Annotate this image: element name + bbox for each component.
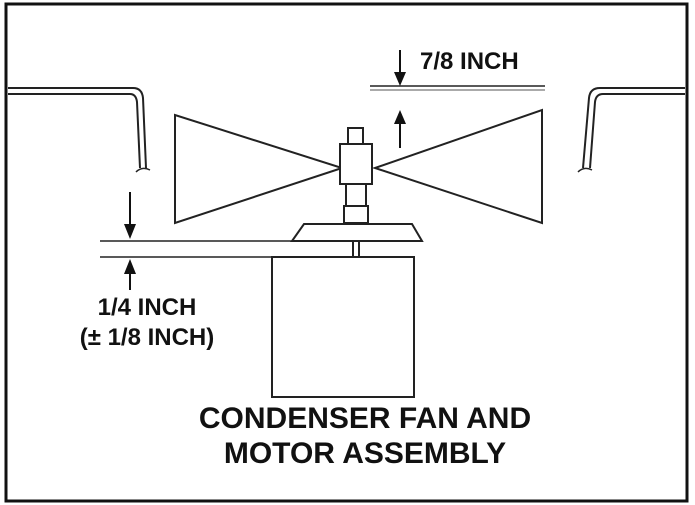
motor-body [271,256,415,398]
outer-border [4,2,689,503]
caption-line-1: CONDENSER FAN AND [199,402,531,435]
label-side-tolerance: (± 1/8 INCH) [80,324,215,351]
fan-blade-left [174,113,346,225]
arrow-top-up [394,110,406,148]
label-top-clearance: 7/8 INCH [420,48,519,75]
caption-line-2: MOTOR ASSEMBLY [224,437,506,470]
label-side-clearance: 1/4 INCH [98,294,197,321]
fan-hub [339,127,373,224]
arrow-top-down [394,50,406,86]
arrow-left-up [124,259,136,290]
arrow-left-down [124,192,136,239]
right-shroud [577,87,685,173]
fan-blade-right [371,108,543,225]
motor-mount [290,223,424,257]
left-shroud [8,87,151,173]
